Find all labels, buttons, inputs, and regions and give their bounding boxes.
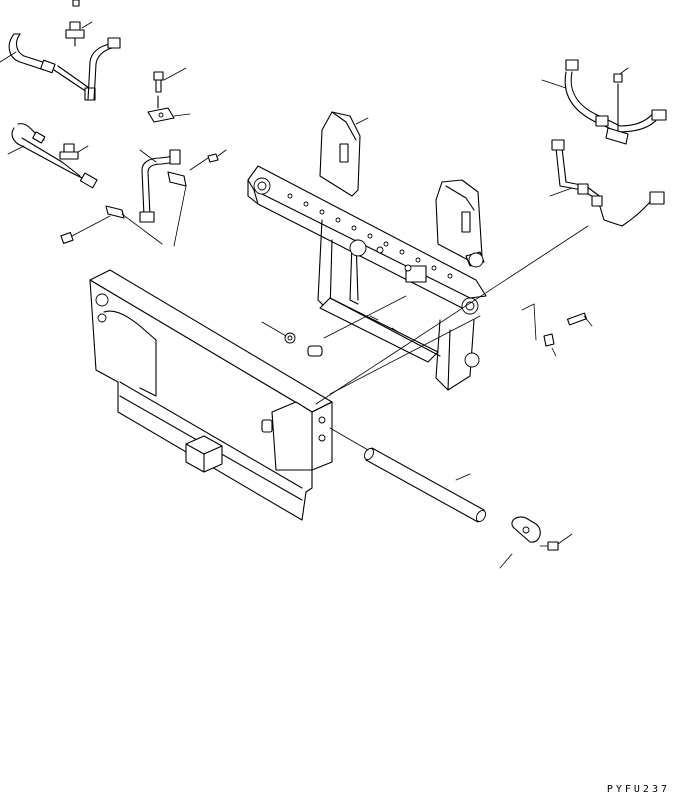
bolt-right [539,533,573,551]
clamp-lower-left [105,205,163,245]
tube-bracket-left [87,37,121,101]
pin-shaft [329,427,487,523]
hydraulic-hose-middle-left [11,123,98,189]
leader-line [329,315,481,395]
leader-line [0,51,17,63]
bolt-right-mid [566,312,593,327]
clamp-plate [147,95,191,123]
fitting-top-left [65,0,85,47]
tube-bracket-center [139,149,181,223]
carriage-frame [247,111,487,391]
pin-frame [307,295,407,357]
backrest-plate [89,269,333,521]
leader-line [7,145,25,155]
leader-line [81,21,93,29]
crossbar-holes [287,193,453,279]
bolt-right-upper [605,67,629,145]
hose-clip [167,171,187,247]
hose-assembly-right-upper [541,59,667,133]
nut-right [521,303,557,357]
fitting-middle-left [59,143,89,160]
drawing-code-label: PYFU237 [606,784,670,795]
bolt-top-left [153,67,187,93]
hydraulic-hose-upper-left [8,33,96,101]
leader-line [355,117,369,125]
retainer-plate [499,516,541,569]
leader-line [315,225,589,405]
nut-frame [261,321,296,344]
nut-small [189,149,227,171]
hose-assembly-right-lower [549,139,665,227]
bolt-lower-left [60,215,111,245]
